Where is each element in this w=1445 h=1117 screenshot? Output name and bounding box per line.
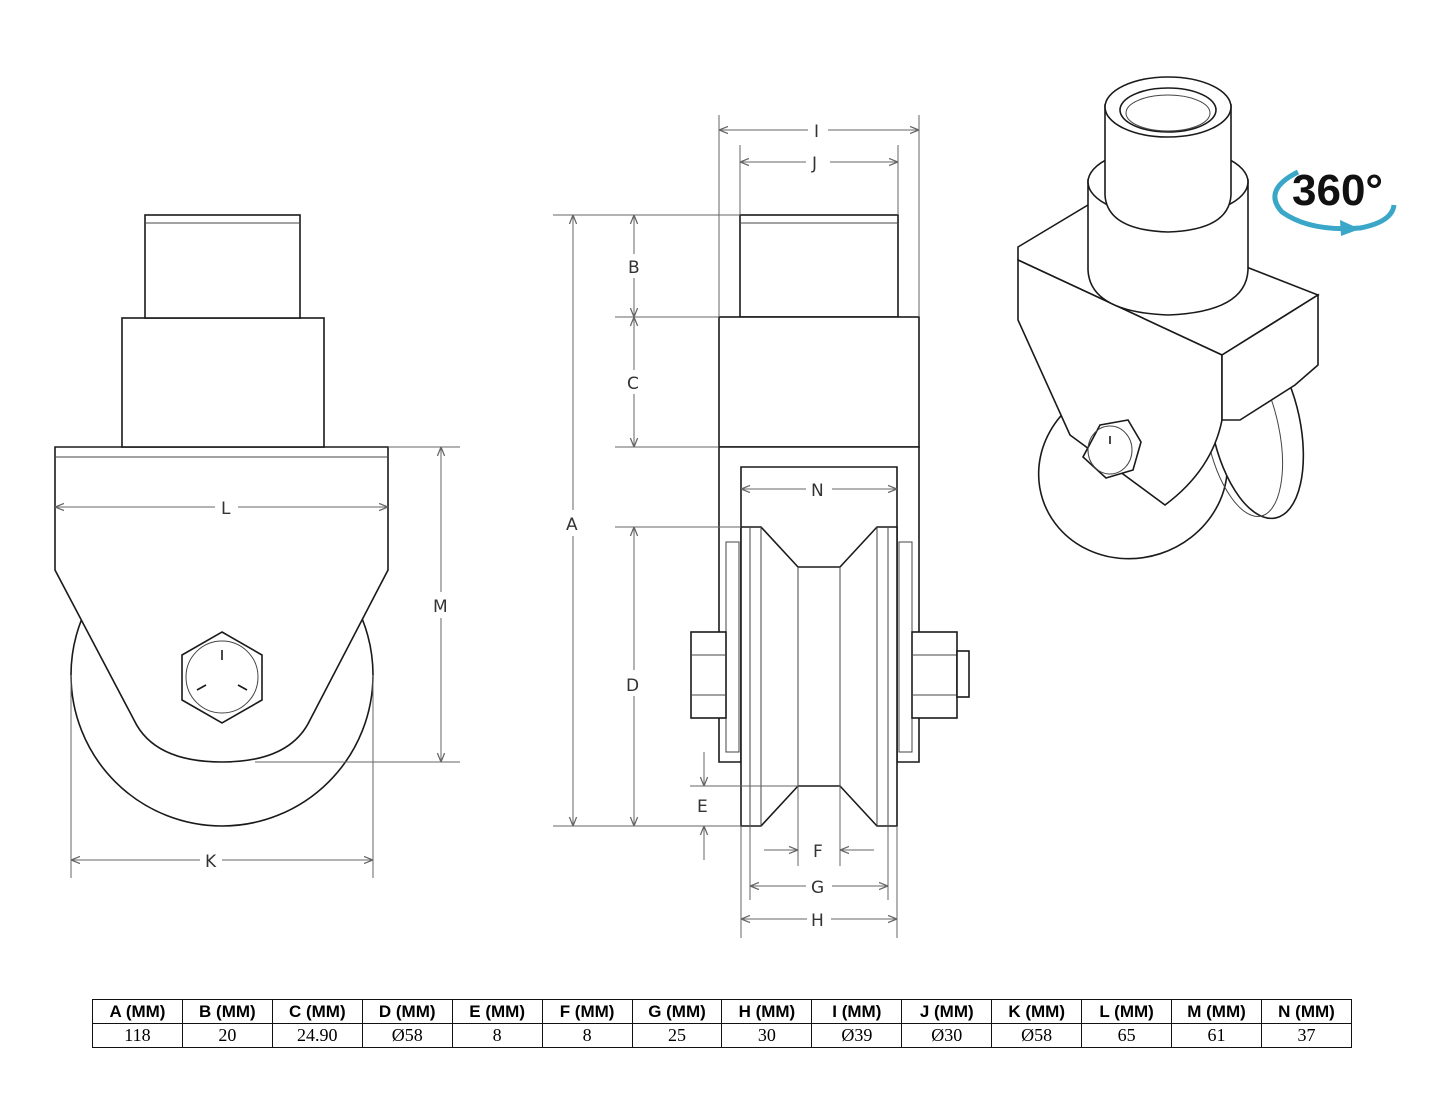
dimensions-table-header-row: A (MM)B (MM)C (MM)D (MM)E (MM)F (MM)G (M… (92, 999, 1353, 1024)
table-value-cell: Ø58 (361, 1023, 453, 1048)
table-value-cell: 30 (721, 1023, 813, 1048)
table-value-cell: 24.90 (271, 1023, 363, 1048)
dim-label-G: G (811, 878, 824, 898)
table-value-cell: 61 (1171, 1023, 1262, 1048)
dim-label-A: A (566, 515, 578, 535)
dimensions-table: A (MM)B (MM)C (MM)D (MM)E (MM)F (MM)G (M… (92, 999, 1353, 1048)
side-view-bracket (54, 446, 389, 763)
table-value-cell: 8 (451, 1023, 543, 1048)
side-view-shaft-upper (144, 214, 301, 319)
side-view-shaft-lower (121, 317, 325, 448)
dim-label-D: D (626, 676, 639, 696)
front-view-nut (911, 631, 958, 719)
table-header-cell: N (MM) (1260, 999, 1353, 1024)
table-header-cell: G (MM) (631, 999, 723, 1024)
front-view-pulley (740, 526, 898, 827)
front-view-bolt-end (956, 650, 970, 698)
table-value-cell: Ø58 (991, 1023, 1083, 1048)
table-value-cell: 65 (1081, 1023, 1173, 1048)
dim-label-N: N (811, 481, 824, 501)
table-header-cell: M (MM) (1171, 999, 1262, 1024)
table-value-cell: 20 (181, 1023, 273, 1048)
rotation-label: 360° (1292, 166, 1383, 215)
table-header-cell: A (MM) (92, 999, 183, 1024)
table-header-cell: L (MM) (1081, 999, 1173, 1024)
table-value-cell: 118 (92, 1023, 183, 1048)
front-view-dimensions: I J A B C D E (553, 115, 920, 938)
table-header-cell: F (MM) (541, 999, 633, 1024)
dim-label-J: J (811, 154, 817, 174)
table-value-cell: 25 (631, 1023, 723, 1048)
dim-label-K: K (205, 852, 217, 872)
rotation-arrow-icon (1272, 169, 1397, 232)
dim-label-H: H (811, 911, 824, 931)
table-value-cell: Ø39 (811, 1023, 903, 1048)
table-value-cell: 8 (541, 1023, 633, 1048)
table-value-cell: 37 (1260, 1023, 1353, 1048)
table-header-cell: C (MM) (271, 999, 363, 1024)
table-header-cell: B (MM) (181, 999, 273, 1024)
table-value-cell: Ø30 (901, 1023, 993, 1048)
front-view (690, 214, 970, 827)
dim-label-L: L (221, 499, 231, 519)
isometric-view (1017, 76, 1320, 560)
side-view-dimensions: L M K (55, 446, 460, 878)
dim-label-E: E (697, 797, 708, 817)
front-view-shaft-lower (718, 316, 920, 448)
table-header-cell: J (MM) (901, 999, 993, 1024)
front-view-shaft-upper (739, 214, 899, 318)
table-header-cell: H (MM) (721, 999, 813, 1024)
dim-label-M: M (433, 597, 448, 617)
table-header-cell: K (MM) (991, 999, 1083, 1024)
table-header-cell: E (MM) (451, 999, 543, 1024)
dim-label-F: F (813, 842, 823, 862)
front-view-bolt-head (690, 631, 727, 719)
iso-shaft-top (1104, 104, 1232, 233)
dim-label-C: C (627, 374, 639, 394)
rotation-badge: 360° (1272, 166, 1397, 236)
dim-label-B: B (628, 258, 640, 278)
table-header-cell: I (MM) (811, 999, 903, 1024)
table-header-cell: D (MM) (361, 999, 453, 1024)
dim-label-I: I (814, 122, 819, 142)
side-view (54, 214, 389, 827)
technical-drawing: L M K (54, 76, 1397, 938)
side-view-bolt-head (181, 631, 263, 724)
